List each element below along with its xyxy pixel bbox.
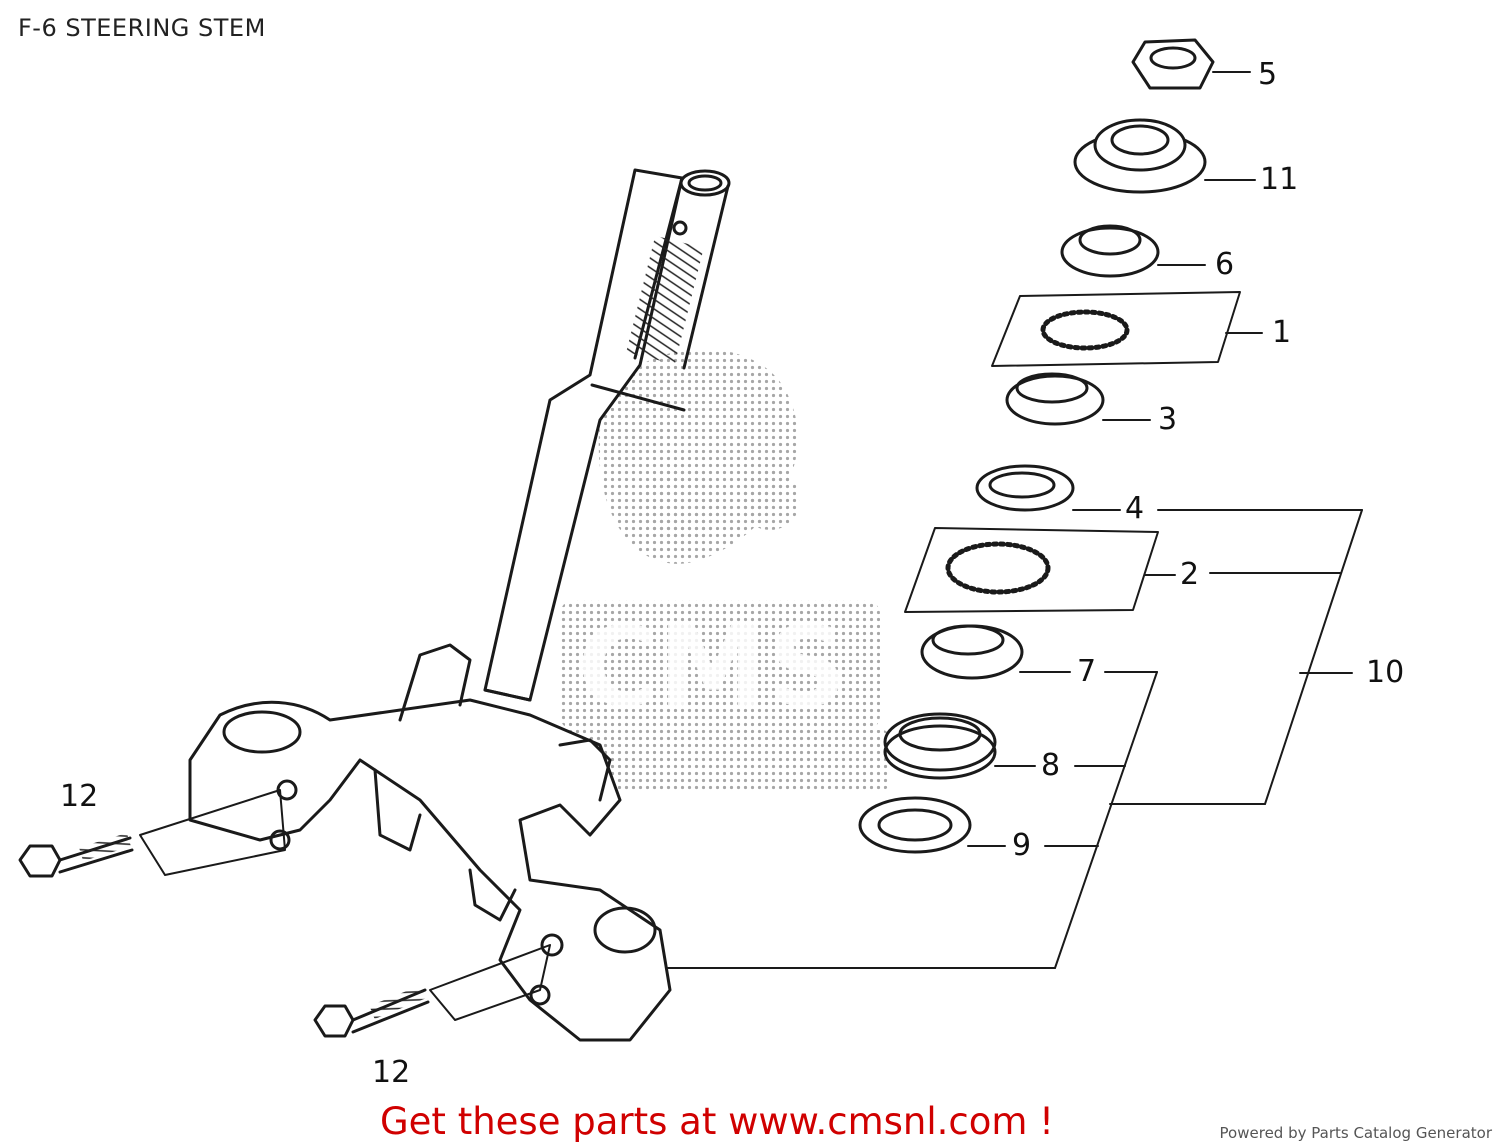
callout-8: 8: [1041, 748, 1061, 783]
callout-10: 10: [1366, 655, 1405, 690]
callout-4: 4: [1125, 491, 1145, 526]
callout-1: 1: [1272, 315, 1292, 350]
bottom-bridge: [188, 643, 672, 1042]
promo-banner-link[interactable]: Get these parts at www.cmsnl.com !: [380, 1100, 1055, 1143]
callout-7: 7: [1077, 654, 1097, 689]
part-5-lock-nut: [1131, 38, 1251, 90]
callout-12-upper: 12: [60, 779, 99, 814]
part-6-top-cone-race: [1060, 224, 1206, 278]
part-4-bottom-ball-race: [975, 464, 1121, 512]
powered-by-credit: Powered by Parts Catalog Generator: [1219, 1124, 1492, 1142]
group-bracket-10: [1109, 509, 1363, 805]
steering-stem-tube: [483, 168, 731, 702]
callout-11: 11: [1260, 162, 1299, 197]
callout-3: 3: [1158, 402, 1178, 437]
bolt-lower-guide: [429, 944, 551, 1021]
bolt-lower: [313, 985, 430, 1038]
bolt-upper: [18, 832, 134, 878]
group-bracket-stem: [667, 671, 1158, 969]
callout-5: 5: [1258, 57, 1278, 92]
part-1-steel-ball-upper: [991, 291, 1263, 367]
part-9-washer: [858, 796, 1006, 854]
part-8-dust-seal: [883, 712, 1036, 780]
part-2-steel-ball-lower: [904, 527, 1176, 613]
callout-12-lower: 12: [372, 1055, 411, 1090]
watermark-logo: CMS: [540, 349, 890, 790]
part-3-top-ball-race: [1005, 372, 1151, 426]
diagram-title: F-6 STEERING STEM: [18, 14, 266, 42]
part-11-adjusting-nut: [1073, 118, 1256, 194]
callout-2: 2: [1180, 557, 1200, 592]
callout-6: 6: [1215, 247, 1235, 282]
bolt-upper-guide: [139, 789, 286, 876]
callout-9: 9: [1012, 828, 1032, 863]
part-7-bottom-cone-race: [920, 624, 1071, 680]
watermark-text: CMS: [577, 603, 846, 731]
